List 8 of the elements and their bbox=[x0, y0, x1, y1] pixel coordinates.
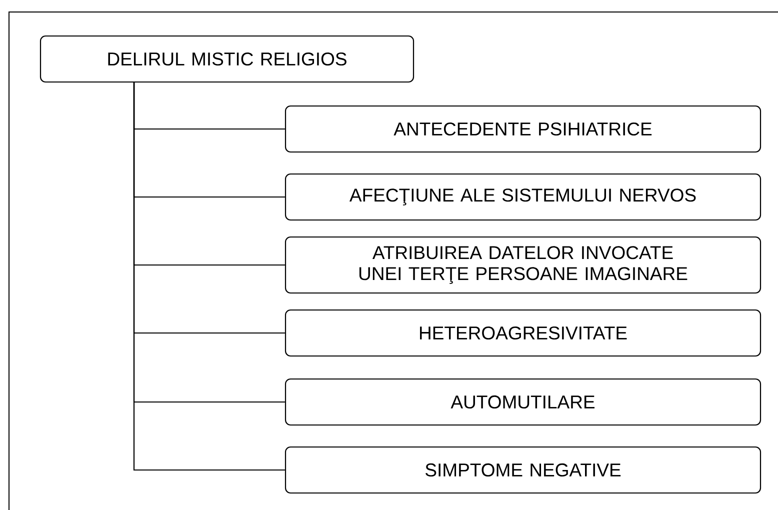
connector-line bbox=[133, 82, 285, 471]
item-box: AFECŢIUNE ALE SISTEMULUI NERVOS bbox=[284, 173, 762, 221]
title-box: DELIRUL MISTIC RELIGIOS bbox=[40, 35, 414, 83]
item-box: SIMPTOME NEGATIVE bbox=[284, 446, 762, 494]
item-box: HETEROAGRESIVITATE bbox=[284, 309, 762, 357]
item-box: AUTOMUTILARE bbox=[284, 378, 762, 426]
item-box: ATRIBUIREA DATELOR INVOCATE UNEI TERŢE PERSOANE IMAGINARE bbox=[284, 236, 762, 294]
item-box: ANTECEDENTE PSIHIATRICE bbox=[284, 105, 762, 153]
